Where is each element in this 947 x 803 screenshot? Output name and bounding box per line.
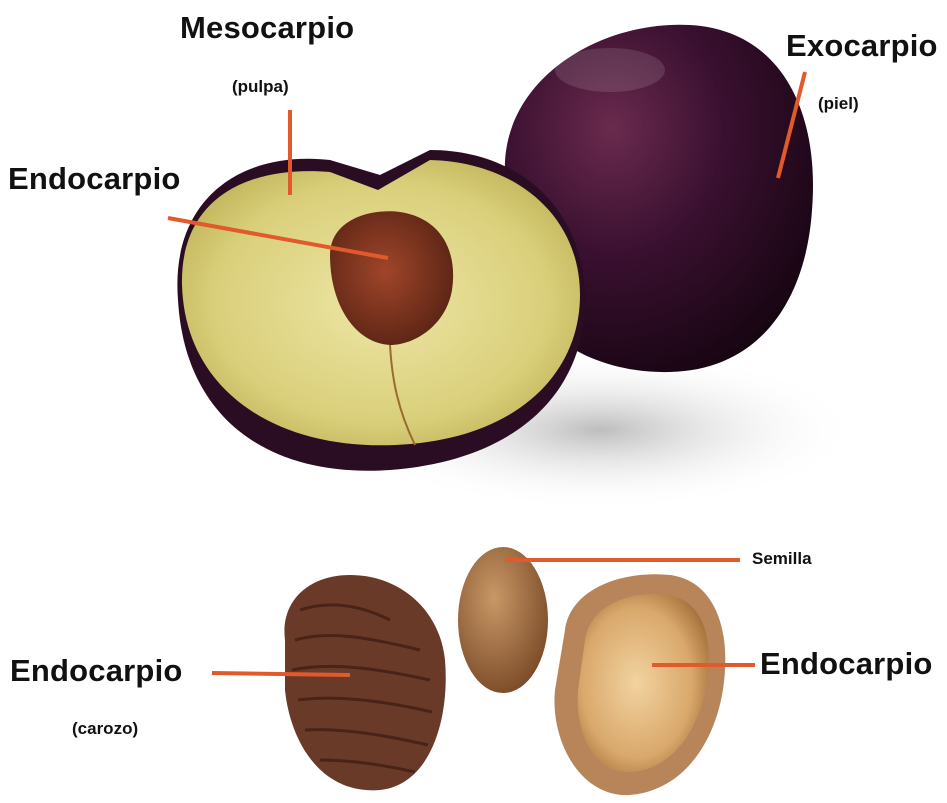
label-pulpa: (pulpa): [232, 78, 289, 95]
label-semilla: Semilla: [752, 550, 812, 567]
whole-plum-highlight: [555, 48, 665, 92]
label-mesocarpio: Mesocarpio: [180, 12, 354, 43]
leader-endocarpio-left: [212, 673, 350, 675]
label-endocarpio-top: Endocarpio: [8, 163, 181, 194]
semilla: [458, 547, 548, 693]
label-endocarpio-right: Endocarpio: [760, 648, 933, 679]
label-endocarpio-left: Endocarpio: [10, 655, 183, 686]
label-piel: (piel): [818, 95, 859, 112]
label-exocarpio: Exocarpio: [786, 30, 938, 61]
label-carozo: (carozo): [72, 720, 138, 737]
